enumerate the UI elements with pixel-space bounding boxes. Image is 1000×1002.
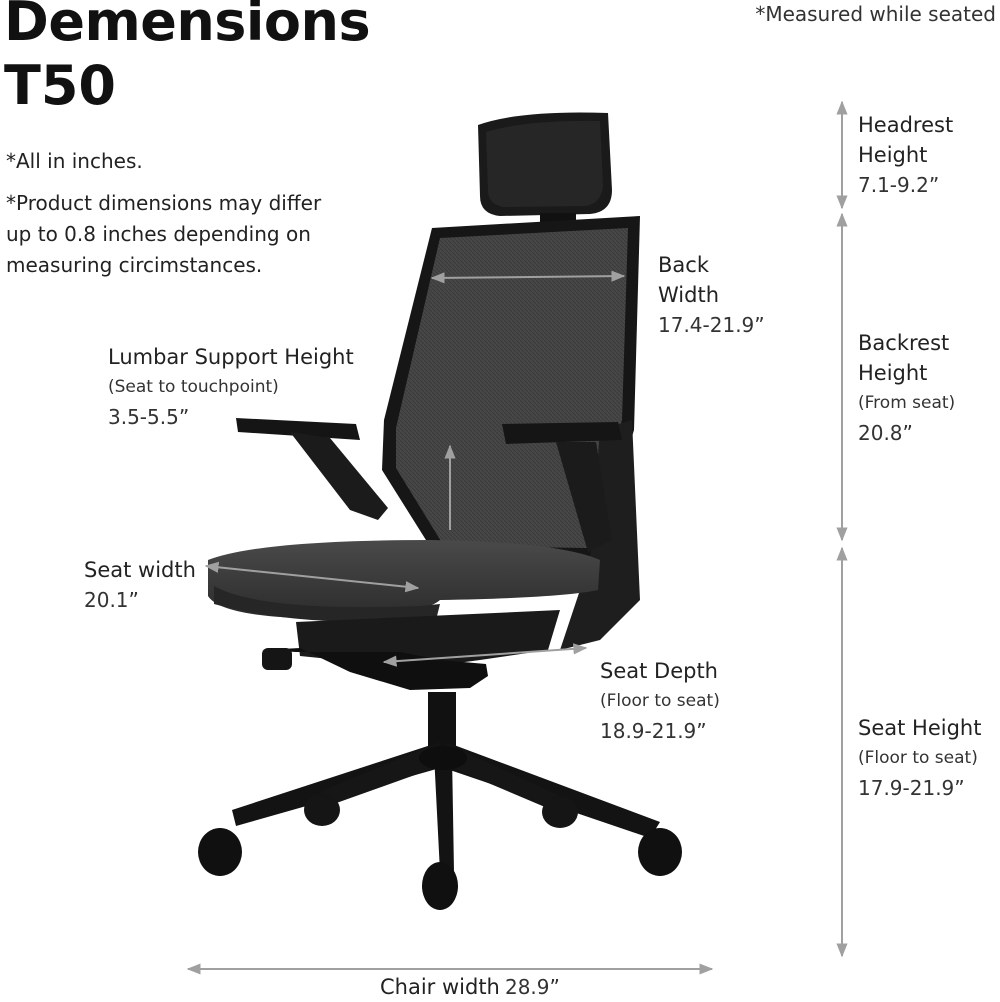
lumbar-sub: (Seat to touchpoint) [108, 377, 279, 397]
variance-note-line3: measuring circimstances. [6, 253, 263, 277]
seat-height-value: 17.9-21.9” [858, 776, 965, 800]
seated-note: *Measured while seated [755, 2, 996, 26]
seat-depth-label: Seat Depth (Floor to seat) 18.9-21.9” [600, 656, 720, 746]
backrest-line1: Backrest [858, 331, 950, 355]
variance-note-line1: *Product dimensions may differ [6, 191, 322, 215]
seat-width-title: Seat width [84, 558, 196, 582]
model-name: T50 [4, 54, 116, 117]
headrest [478, 112, 612, 225]
backrest-value: 20.8” [858, 421, 913, 445]
headrest-line1: Headrest [858, 113, 954, 137]
back-width-arrow [430, 270, 626, 284]
chair-width-label: Chair width 28.9” [380, 972, 560, 1002]
page-title: Demensions [4, 0, 371, 53]
headrest-height-label: Headrest Height 7.1-9.2” [858, 110, 953, 200]
backrest-sub: (From seat) [858, 393, 956, 413]
seat-width-value: 20.1” [84, 588, 139, 612]
back-width-value: 17.4-21.9” [658, 313, 765, 337]
dimension-arrows [186, 100, 848, 975]
lumbar-title: Lumbar Support Height [108, 345, 354, 369]
seat-mechanism [262, 610, 560, 690]
seat-depth-title: Seat Depth [600, 659, 718, 683]
backrest-height-label: Backrest Height (From seat) 20.8” [858, 328, 955, 448]
seat-height-title: Seat Height [858, 716, 982, 740]
backrest-line2: Height [858, 361, 928, 385]
seat-height-sub: (Floor to seat) [858, 748, 978, 768]
lumbar-support-label: Lumbar Support Height (Seat to touchpoin… [108, 342, 354, 432]
headrest-line2: Height [858, 143, 928, 167]
inches-note: *All in inches. [6, 149, 143, 173]
back-width-line1: Back [658, 253, 709, 277]
headrest-value: 7.1-9.2” [858, 173, 940, 197]
lumbar-value: 3.5-5.5” [108, 405, 190, 429]
left-armrest [236, 418, 388, 520]
gas-cylinder [428, 692, 456, 752]
casters [198, 794, 682, 910]
seat-depth-value: 18.9-21.9” [600, 719, 707, 743]
back-width-line2: Width [658, 283, 720, 307]
right-armrest [502, 422, 622, 552]
seat-width-label: Seat width 20.1” [84, 555, 196, 615]
seat-width-arrow [204, 561, 420, 593]
seat-depth-sub: (Floor to seat) [600, 691, 720, 711]
seat-depth-arrow [382, 643, 588, 667]
chair-width-value: 28.9” [504, 975, 560, 999]
variance-note-line2: up to 0.8 inches depending on [6, 222, 311, 246]
chair-width-title: Chair width [380, 975, 500, 999]
back-width-label: Back Width 17.4-21.9” [658, 250, 765, 340]
chair-base [232, 742, 660, 872]
seat-cushion [208, 540, 600, 622]
seat-height-label: Seat Height (Floor to seat) 17.9-21.9” [858, 713, 981, 803]
